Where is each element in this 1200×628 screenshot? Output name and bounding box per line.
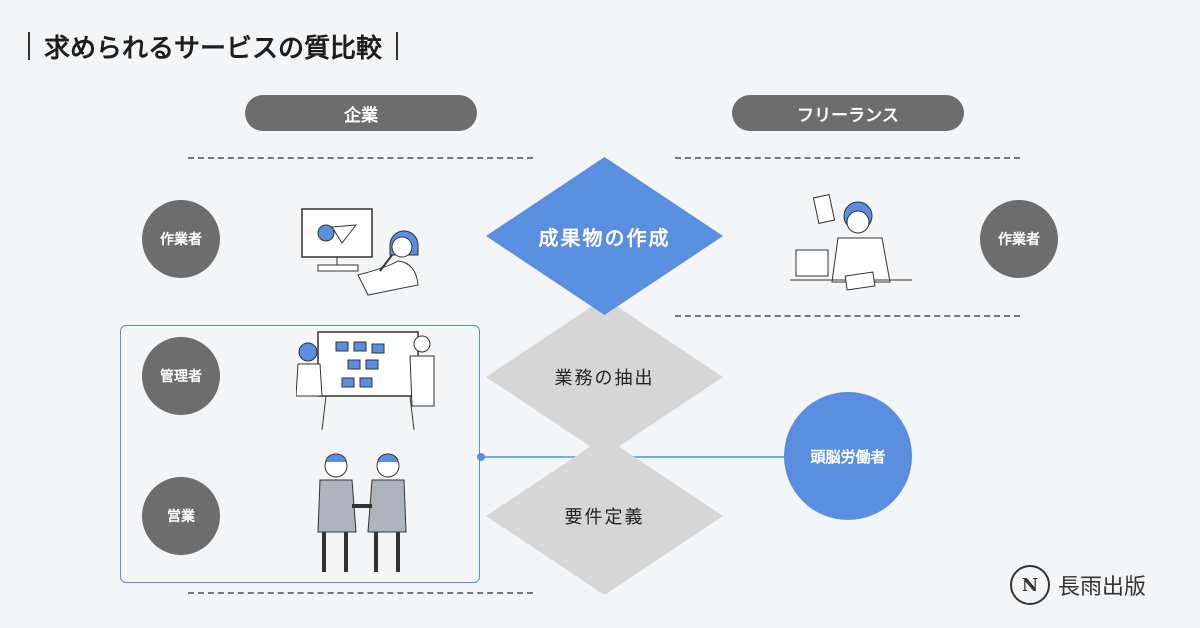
page-title: 求められるサービスの質比較	[28, 26, 399, 66]
diamond-extraction: 業務の抽出	[486, 298, 723, 456]
dashed-line-bottom-left	[188, 592, 533, 594]
logo-text: 長雨出版	[1058, 575, 1147, 600]
diamond-extraction-label: 業務の抽出	[554, 368, 655, 389]
title-right-bar	[396, 32, 399, 60]
title-left-bar	[28, 32, 30, 60]
dashed-line-mid-right	[675, 315, 1020, 317]
role-sales: 営業	[142, 477, 220, 555]
logo-mark-icon: N	[1010, 565, 1050, 605]
diamond-requirements: 要件定義	[486, 437, 723, 595]
role-worker-company: 作業者	[142, 200, 220, 278]
freelancer-illustration	[790, 194, 912, 291]
publisher-logo: N 長雨出版	[1010, 565, 1146, 605]
whiteboard-illustration	[296, 331, 435, 431]
dashed-line-top-left	[188, 157, 533, 159]
role-manager: 管理者	[142, 337, 220, 415]
dashed-line-top-right	[675, 157, 1020, 159]
column-header-company: 企業	[245, 95, 477, 131]
diamond-deliverable: 成果物の作成	[486, 157, 723, 315]
diamond-deliverable-label: 成果物の作成	[538, 225, 671, 250]
handshake-illustration	[317, 453, 407, 572]
role-knowledge-worker: 頭脳労働者	[784, 392, 912, 520]
column-header-freelance: フリーランス	[732, 95, 964, 131]
diamond-requirements-label: 要件定義	[564, 507, 645, 528]
title-text: 求められるサービスの質比較	[44, 33, 383, 64]
computer-worker-illustration	[301, 208, 419, 296]
role-worker-freelance: 作業者	[980, 200, 1058, 278]
